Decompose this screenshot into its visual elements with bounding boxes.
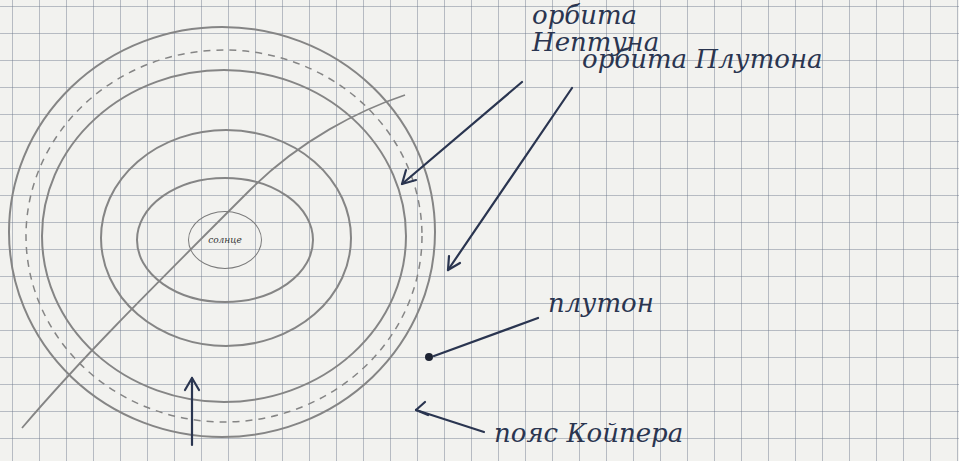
leader-line: [448, 88, 572, 270]
pluto-orbit: [9, 27, 435, 437]
annotation: пояс Койпера: [494, 420, 754, 447]
inner-orbit: [137, 178, 313, 302]
orbit: [101, 130, 351, 346]
annotation: плутон: [548, 290, 748, 317]
arrow-head: [448, 256, 460, 270]
arrow-head: [416, 402, 428, 415]
pluto-dot: [425, 353, 433, 361]
leader-line: [402, 82, 522, 184]
kuiper-belt: [26, 50, 422, 422]
sun-circle: солнце: [188, 211, 262, 269]
leader-line: [191, 378, 193, 445]
annotation: орбита Плутона: [582, 46, 942, 73]
sun-label: солнце: [208, 235, 242, 245]
arrow-head: [185, 378, 199, 390]
inclined-orbit: [22, 95, 405, 428]
leader-line: [434, 318, 538, 356]
neptune-orbit: [42, 70, 406, 402]
arrow-head: [402, 170, 416, 184]
